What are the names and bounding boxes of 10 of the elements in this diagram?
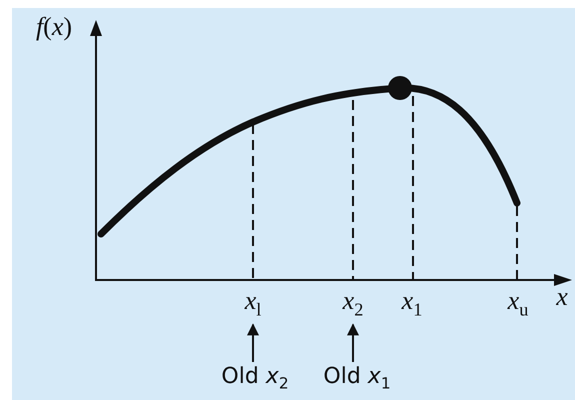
axis-tick-label: x$_{l}$	[244, 288, 262, 319]
axis-tick-label: x$_{2}$	[342, 288, 364, 319]
annotation-text: Old x$_{2}$	[221, 366, 289, 392]
axis-title: x	[556, 284, 568, 310]
arrow	[347, 323, 359, 362]
axis-tick-label: x$_{u}$	[508, 288, 528, 319]
annotation-text: Old x$_{1}$	[323, 366, 391, 392]
axis-title: f(x)	[36, 14, 72, 40]
arrow	[247, 323, 259, 362]
axis-tick-label: x$_{1}$	[402, 288, 422, 319]
